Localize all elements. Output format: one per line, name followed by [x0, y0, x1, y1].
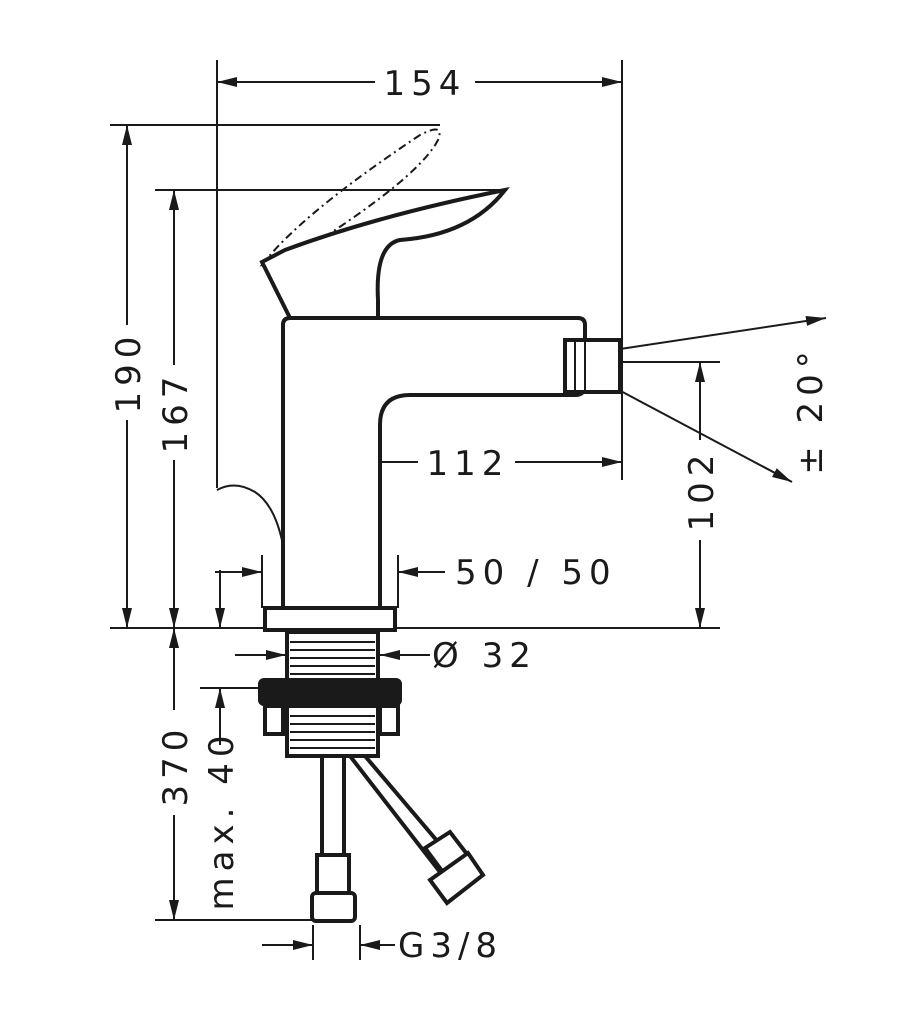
- height-167-label: 167: [156, 371, 196, 454]
- hose-length-370-label: 370: [156, 724, 196, 807]
- mounting-assembly: [258, 630, 486, 923]
- faucet-body: [216, 128, 622, 632]
- height-190-label: 190: [109, 331, 149, 414]
- connection-thread-label: G3/8: [398, 926, 503, 966]
- dimension-lines: [122, 77, 827, 950]
- shank-diameter-label: Ø 32: [432, 636, 537, 676]
- hole-diameter-label: 50 / 50: [455, 553, 617, 593]
- reach-112-label: 112: [427, 444, 510, 484]
- spout-height-102-label: 102: [682, 449, 722, 532]
- width-154-label: 154: [384, 64, 467, 104]
- max-deck-thickness-label: max. 40: [202, 730, 242, 911]
- spray-angle-label: ± 20°: [791, 345, 831, 475]
